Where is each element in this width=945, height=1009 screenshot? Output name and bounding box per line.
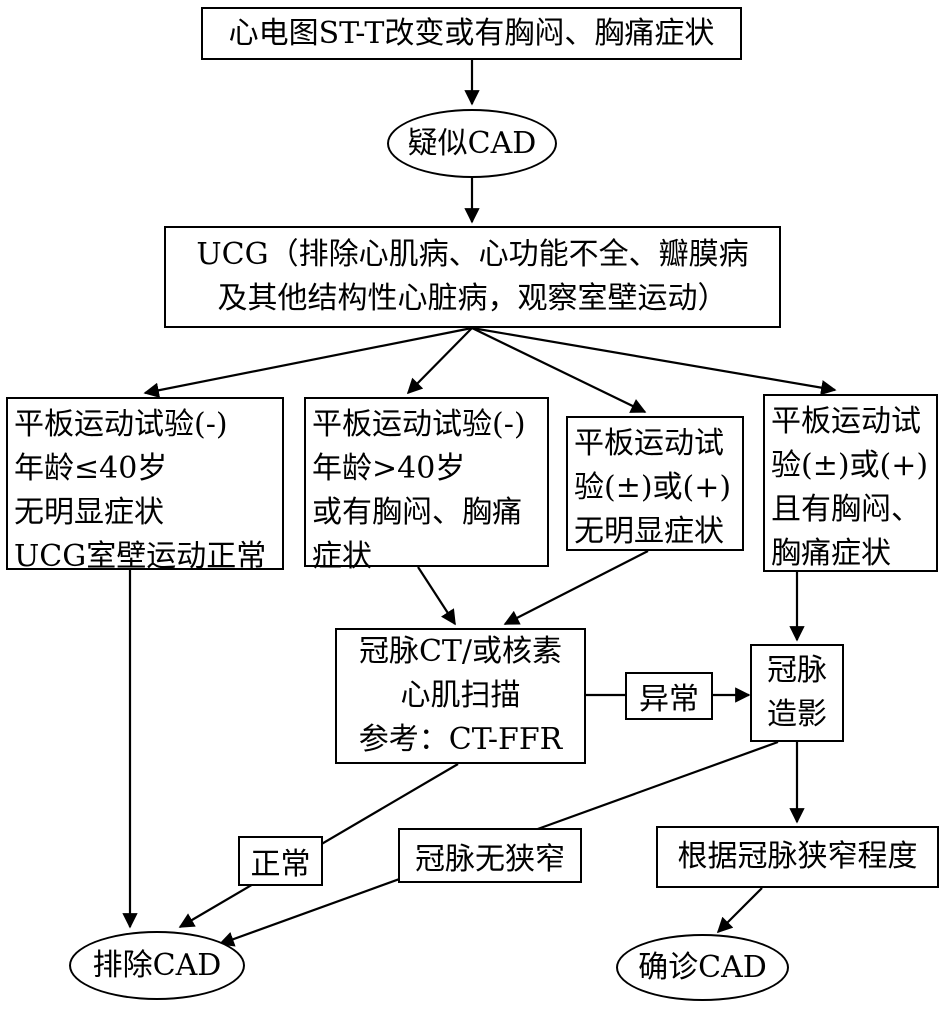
node-branch3-line2: 验(±)或(+) xyxy=(574,470,732,505)
node-branch3: 平板运动试 验(±)或(+) 无明显症状 xyxy=(566,416,744,551)
edge-label-abnormal: 异常 xyxy=(625,672,713,720)
node-confirm-cad: 确诊CAD xyxy=(616,934,789,1001)
node-ucg: UCG（排除心肌病、心功能不全、瓣膜病 及其他结构性心脏病，观察室壁运动） xyxy=(164,226,781,328)
node-exclude-cad-text: 排除CAD xyxy=(92,947,222,983)
edge-label-abnormal-text: 异常 xyxy=(639,682,699,717)
edge-label-normal-text: 正常 xyxy=(250,847,311,882)
node-branch1: 平板运动试验(-) 年龄≤40岁 无明显症状 UCG室壁运动正常 xyxy=(6,397,284,574)
node-ucg-line1: UCG（排除心肌病、心功能不全、瓣膜病 xyxy=(196,237,749,272)
node-suspect-cad-text: 疑似CAD xyxy=(407,125,537,161)
arrow-branch3-to-ct xyxy=(503,550,649,625)
node-angiography: 冠脉 造影 xyxy=(750,644,844,742)
node-branch4-line4: 胸痛症状 xyxy=(771,536,891,571)
arrow-ucg-to-branch2 xyxy=(406,327,473,395)
node-confirm-cad-text: 确诊CAD xyxy=(638,949,767,985)
node-branch3-line3: 无明显症状 xyxy=(574,514,724,549)
arrow-ucg-to-branch3 xyxy=(471,327,647,413)
node-suspect-cad: 疑似CAD xyxy=(387,109,557,178)
node-angio-line2: 造影 xyxy=(767,697,827,732)
node-branch4-line2: 验(±)或(+) xyxy=(771,448,929,483)
node-ct-line1: 冠脉CT/或核素 xyxy=(358,634,563,669)
node-ct-line3: 参考：CT-FFR xyxy=(358,722,563,757)
node-symptoms-text: 心电图ST-T改变或有胸闷、胸痛症状 xyxy=(228,15,715,51)
node-branch2: 平板运动试验(-) 年龄>40岁 或有胸闷、胸痛 症状 xyxy=(304,397,549,574)
node-branch2-line1: 平板运动试验(-) xyxy=(312,407,526,442)
edge-label-no-stenosis-text: 冠脉无狭窄 xyxy=(415,841,565,877)
arrow-degree-to-confirm xyxy=(716,887,763,934)
node-branch1-line1: 平板运动试验(-) xyxy=(14,407,228,442)
node-angio-line1: 冠脉 xyxy=(767,653,827,688)
node-branch1-line3: 无明显症状 xyxy=(14,495,164,530)
node-branch4-line1: 平板运动试 xyxy=(771,404,921,439)
arrow-ucg-to-branch1 xyxy=(143,326,473,398)
arrow-branch2-to-ct xyxy=(417,566,456,626)
node-ct-scan: 冠脉CT/或核素 心肌扫描 参考：CT-FFR xyxy=(335,628,586,764)
node-branch3-line1: 平板运动试 xyxy=(574,426,724,461)
node-symptoms: 心电图ST-T改变或有胸闷、胸痛症状 xyxy=(201,7,742,60)
node-exclude-cad: 排除CAD xyxy=(69,931,245,1000)
node-branch4: 平板运动试 验(±)或(+) 且有胸闷、 胸痛症状 xyxy=(763,394,938,572)
node-stenosis-degree: 根据冠脉狭窄程度 xyxy=(656,826,939,888)
edge-label-no-stenosis: 冠脉无狭窄 xyxy=(398,828,582,883)
node-ct-line2: 心肌扫描 xyxy=(400,678,521,713)
node-branch2-line4: 症状 xyxy=(312,539,372,574)
node-branch4-line3: 且有胸闷、 xyxy=(771,492,921,527)
node-ucg-line2: 及其他结构性心脏病，观察室壁运动） xyxy=(217,281,728,316)
node-branch1-line2: 年龄≤40岁 xyxy=(14,451,168,486)
node-branch2-line3: 或有胸闷、胸痛 xyxy=(312,495,522,530)
node-stenosis-degree-text: 根据冠脉狭窄程度 xyxy=(677,839,918,874)
node-branch1-line4: UCG室壁运动正常 xyxy=(14,539,267,574)
arrow-ucg-to-branch4 xyxy=(471,326,837,396)
edge-label-normal: 正常 xyxy=(238,836,323,886)
node-branch2-line2: 年龄>40岁 xyxy=(312,451,466,486)
